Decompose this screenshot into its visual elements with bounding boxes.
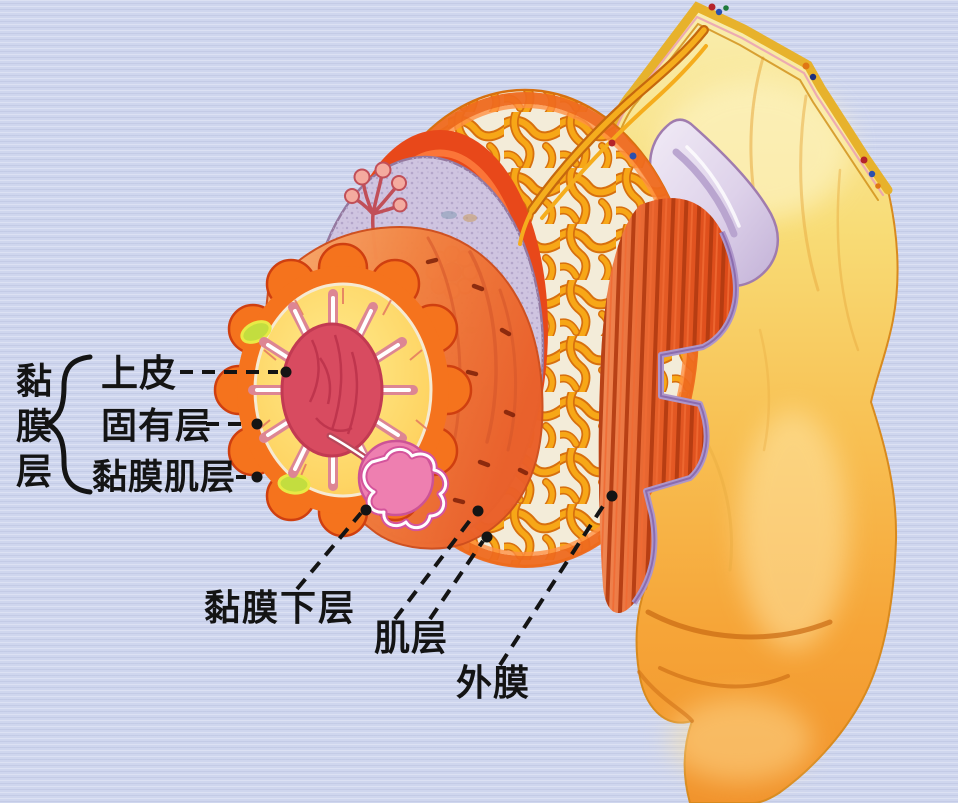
lobe-highlight — [668, 698, 812, 782]
mucosa-front-disc — [213, 242, 473, 538]
label-adventitia: 外膜 — [456, 662, 531, 704]
label-muscularis-mucosae: 黏膜肌层 — [92, 457, 237, 498]
coiled-gland — [326, 432, 450, 532]
label-submucosa: 黏膜下层 — [204, 587, 357, 629]
label-lamina-propria: 固有层 — [101, 405, 213, 447]
submucosal-gland-tree — [344, 161, 408, 260]
leader-dots — [251, 366, 618, 543]
tube-highlight — [738, 410, 848, 650]
lumen-core — [280, 322, 384, 458]
leader-muscle-b — [428, 539, 485, 621]
leader-lines — [180, 370, 609, 667]
mucosa-group-brace — [43, 354, 93, 495]
vessel-dots — [608, 3, 881, 189]
leader-submucosa — [295, 511, 363, 591]
nerve-bundle — [518, 25, 709, 246]
label-muscle-layer: 肌层 — [374, 617, 449, 659]
label-mucosa-group: 黏膜层 — [10, 362, 52, 497]
label-epithelium: 上皮 — [101, 351, 177, 395]
serosa-flap — [648, 118, 780, 288]
leader-adventitia — [498, 498, 609, 667]
longitudinal-muscle-layer — [598, 198, 739, 613]
